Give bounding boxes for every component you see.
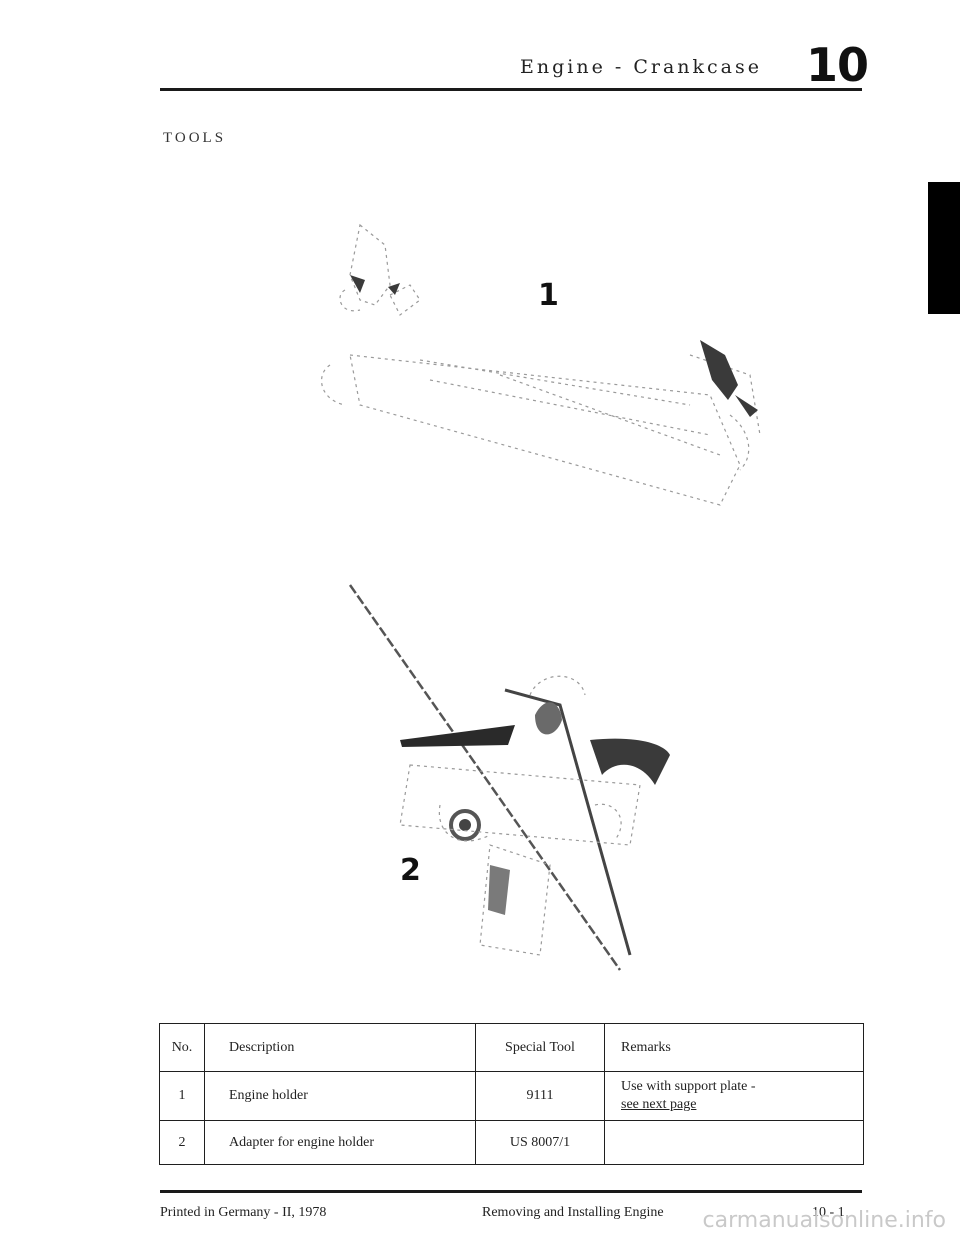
cell-remarks: Use with support plate - see next page [604,1071,864,1121]
header-title: Engine - Crankcase [520,56,762,78]
engine-holder-icon [321,223,761,506]
adapter-icon [348,584,670,971]
column-header-special-tool: Special Tool [475,1023,605,1072]
chapter-number: 10 [806,38,869,92]
cell-description: Engine holder [204,1071,476,1121]
footer-rule [160,1190,862,1193]
remarks-line: see next page [621,1097,697,1112]
figure-2-label: 2 [400,853,421,888]
cell-no: 2 [159,1120,205,1165]
tools-table: No. Description Special Tool Remarks 1 E… [159,1023,864,1165]
chapter-tab-marker [928,182,960,314]
column-header-description: Description [204,1023,476,1072]
section-heading: TOOLS [163,130,227,146]
table-row: 2 Adapter for engine holder US 8007/1 [159,1120,864,1165]
footer-section-title: Removing and Installing Engine [482,1205,664,1220]
figure-1-label: 1 [538,278,559,313]
adapter-illustration: 2 [348,584,670,971]
watermark: carmanualsonline.info [702,1208,946,1233]
cell-no: 1 [159,1071,205,1121]
cell-description: Adapter for engine holder [204,1120,476,1165]
header-rule [160,88,862,91]
cell-special-tool: 9111 [475,1071,605,1121]
column-header-no: No. [159,1023,205,1072]
cell-special-tool: US 8007/1 [475,1120,605,1165]
footer-page-number: 10 - 1 [812,1205,845,1220]
cell-remarks [604,1120,864,1165]
footer-printed-info: Printed in Germany - II, 1978 [160,1205,327,1220]
column-header-remarks: Remarks [604,1023,864,1072]
remarks-line: Use with support plate - [621,1079,756,1094]
table-row: 1 Engine holder 9111 Use with support pl… [159,1071,864,1121]
engine-holder-illustration: 1 [321,223,761,506]
table-header-row: No. Description Special Tool Remarks [159,1023,864,1072]
